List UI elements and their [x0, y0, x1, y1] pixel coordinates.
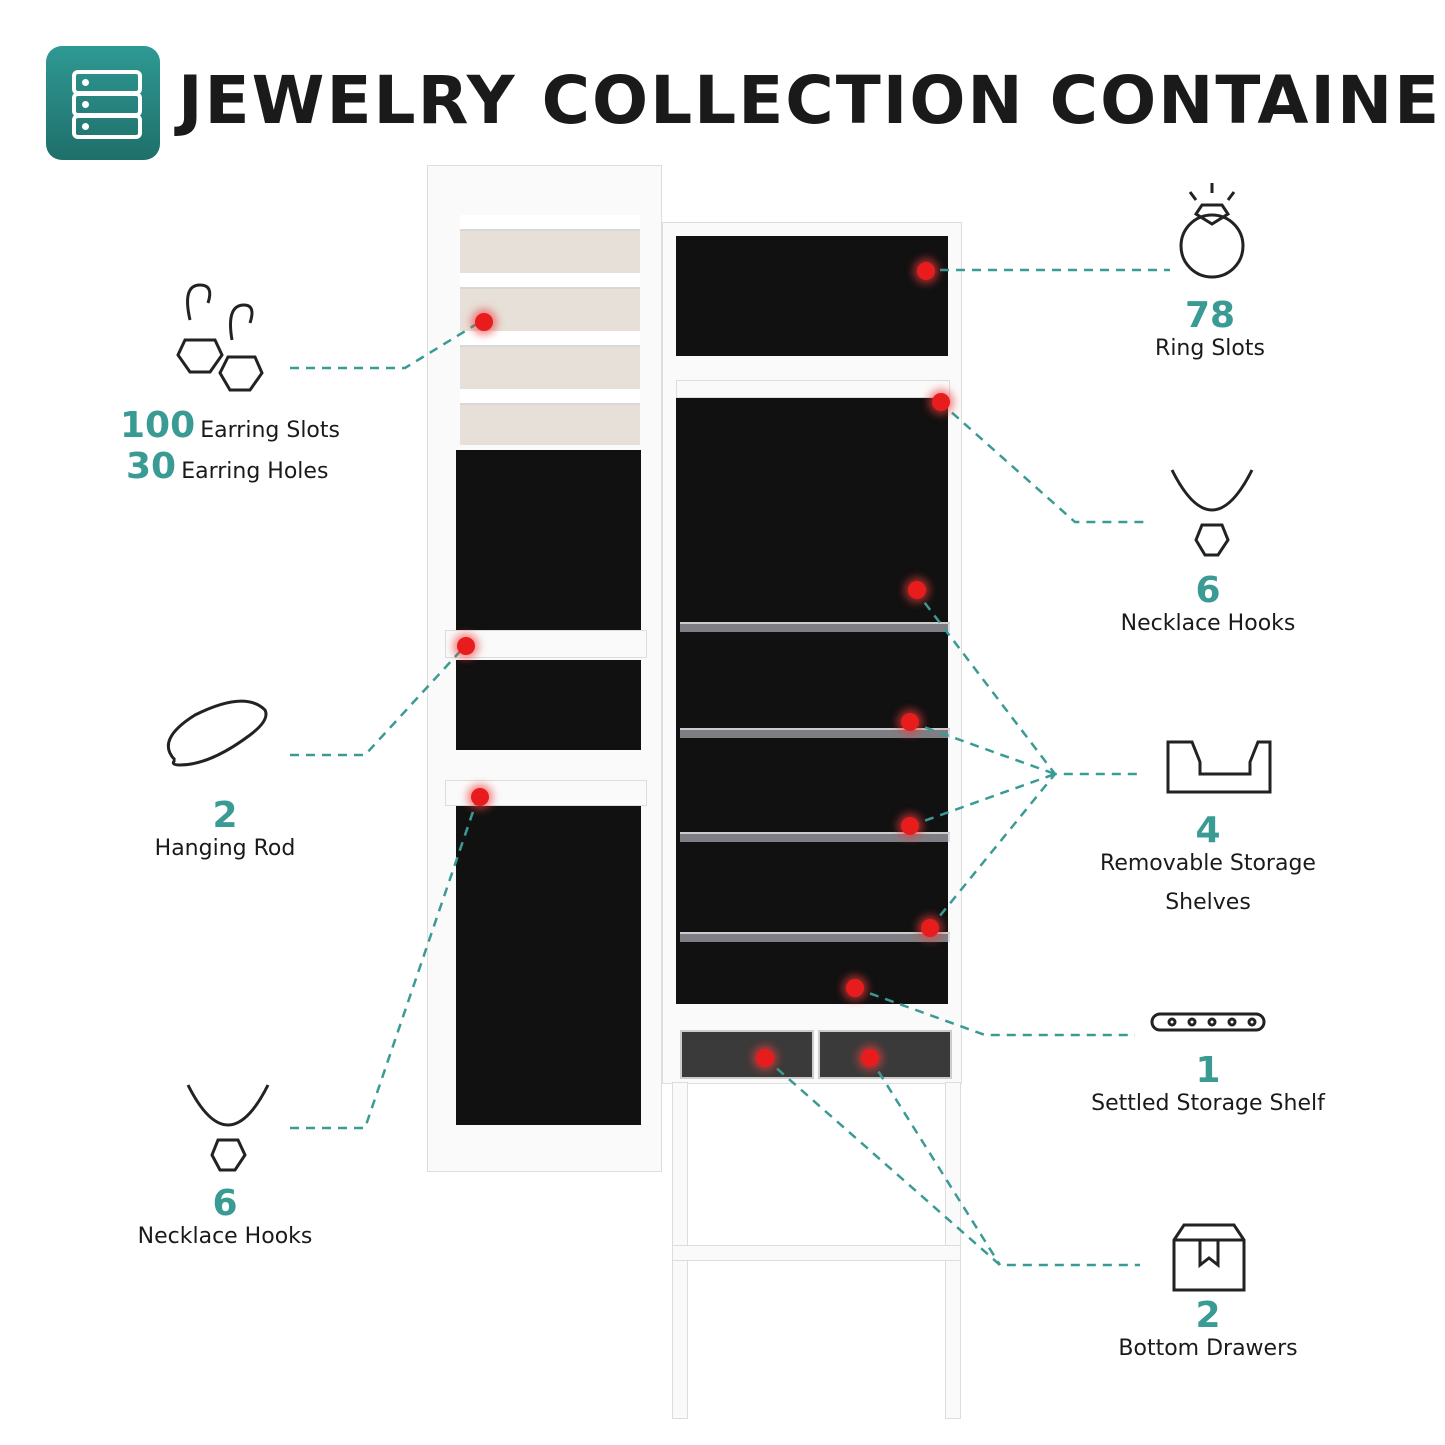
- shelf-rail-icon: [1150, 1012, 1266, 1032]
- bracelet-icon: [166, 699, 268, 767]
- necklace-icon: [1170, 469, 1254, 557]
- necklace-icon: [186, 1084, 270, 1172]
- box-icon: [1172, 1223, 1246, 1292]
- callout-hanging-rod: 2 Hanging Rod: [154, 795, 296, 861]
- callout-necklace-hooks-right: 6 Necklace Hooks: [1120, 570, 1296, 636]
- callout-necklace-hooks-left: 6 Necklace Hooks: [137, 1183, 313, 1249]
- ring-icon: [1179, 183, 1245, 279]
- callout-earrings: 100 Earring Slots 30 Earring Holes: [120, 405, 340, 487]
- callout-ring-slots: 78 Ring Slots: [1155, 295, 1265, 361]
- drawers-icon: [46, 46, 160, 160]
- callout-removable-shelves: 4 Removable Storage Shelves: [1100, 810, 1316, 915]
- page-title: JEWELRY COLLECTION CONTAINER: [178, 62, 1445, 139]
- earrings-icon: [176, 283, 264, 392]
- callout-settled-shelf: 1 Settled Storage Shelf: [1091, 1050, 1325, 1116]
- shelf-icon: [1166, 740, 1272, 794]
- callout-bottom-drawers: 2 Bottom Drawers: [1118, 1295, 1298, 1361]
